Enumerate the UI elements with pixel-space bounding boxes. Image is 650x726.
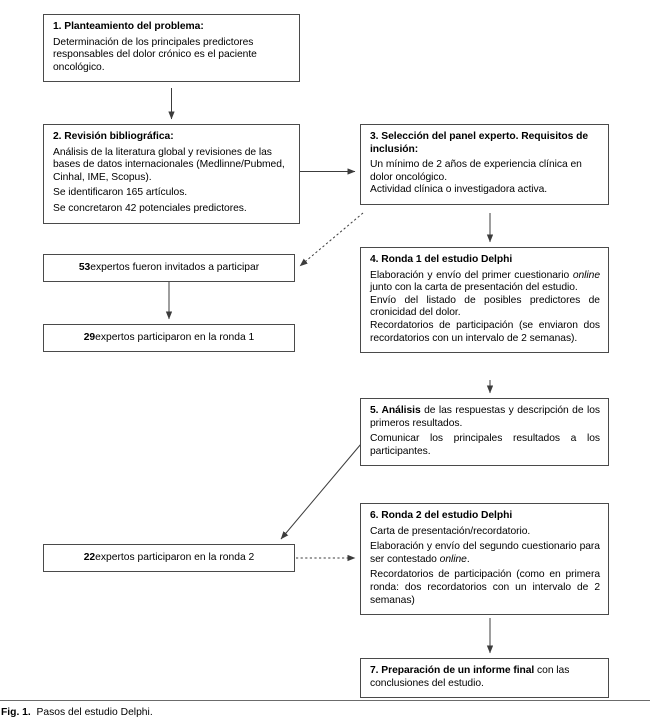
step-5-title: 5. Análisis de las respuestas y descripc… bbox=[370, 405, 600, 430]
step-1-body: Determinación de los principales predict… bbox=[53, 36, 257, 73]
result-box-invited-53: 53 expertos fueron invitados a participa… bbox=[43, 254, 295, 282]
step-6-title: 6. Ronda 2 del estudio Delphi bbox=[370, 510, 513, 521]
step-2-body-3: Se concretaron 42 potenciales predictore… bbox=[53, 202, 247, 214]
step-4-body-2: Envío del listado de posibles predictore… bbox=[370, 294, 600, 319]
step-7-title-bold: 7. Preparación de un informe final bbox=[370, 665, 535, 676]
caption-divider bbox=[0, 700, 650, 701]
step-4-body-1: Elaboración y envío del primer cuestiona… bbox=[370, 270, 600, 295]
connector-box5-to-box22 bbox=[280, 443, 362, 540]
step-6-body-3: Recordatorios de participación (como en … bbox=[370, 569, 600, 606]
connector-box3-to-box53 bbox=[299, 212, 364, 267]
step-4-body-1-em: online bbox=[572, 269, 600, 281]
result-box-round2-22: 22 expertos participaron en la ronda 2 bbox=[43, 544, 295, 572]
step-box-2: 2. Revisión bibliográfica: Análisis de l… bbox=[43, 124, 300, 224]
step-6-body-2-em: online bbox=[439, 553, 467, 565]
step-6-body-2-post: . bbox=[466, 553, 470, 565]
invited-count: 53 bbox=[78, 262, 91, 273]
figure-caption-label: Fig. 1. bbox=[1, 707, 31, 718]
step-box-3: 3. Selección del panel experto. Requisit… bbox=[360, 124, 609, 205]
step-box-1: 1. Planteamiento del problema: Determina… bbox=[43, 14, 300, 83]
round2-label: expertos participaron en la ronda 2 bbox=[95, 552, 255, 563]
step-2-body-1: Análisis de la literatura global y revis… bbox=[53, 146, 285, 183]
step-2-title: 2. Revisión bibliográfica: bbox=[53, 131, 174, 142]
round1-label: expertos participaron en la ronda 1 bbox=[95, 332, 255, 343]
step-box-6: 6. Ronda 2 del estudio Delphi Carta de p… bbox=[360, 503, 609, 616]
round1-count: 29 bbox=[83, 332, 96, 343]
step-6-body-1: Carta de presentación/recordatorio. bbox=[370, 525, 531, 537]
step-box-5: 5. Análisis de las respuestas y descripc… bbox=[360, 398, 609, 467]
step-box-7: 7. Preparación de un informe final con l… bbox=[360, 658, 609, 699]
step-4-title: 4. Ronda 1 del estudio Delphi bbox=[370, 254, 513, 265]
step-3-body-2: Actividad clínica o investigadora activa… bbox=[370, 184, 548, 196]
step-5-title-rest: de las respuestas y descripción de los p… bbox=[370, 405, 600, 429]
step-4-body-1-pre: Elaboración y envío del primer cuestiona… bbox=[370, 269, 573, 281]
step-6-body-2-pre: Elaboración y envío del segundo cuestion… bbox=[370, 541, 600, 565]
step-3-body-1: Un mínimo de 2 años de experiencia clíni… bbox=[370, 159, 582, 183]
result-box-round1-29: 29 expertos participaron en la ronda 1 bbox=[43, 324, 295, 352]
step-1-title: 1. Planteamiento del problema: bbox=[53, 21, 204, 32]
step-6-body-2: Elaboración y envío del segundo cuestion… bbox=[370, 541, 600, 566]
step-3-title: 3. Selección del panel experto. Requisit… bbox=[370, 131, 589, 155]
figure-caption: Fig. 1. Pasos del estudio Delphi. bbox=[1, 706, 153, 719]
step-7-title: 7. Preparación de un informe final con l… bbox=[370, 665, 600, 690]
figure-caption-text: Pasos del estudio Delphi. bbox=[36, 707, 153, 718]
step-4-body-1-post: junto con la carta de presentación del e… bbox=[370, 282, 578, 294]
step-4-body-3: Recordatorios de participación (se envia… bbox=[370, 319, 600, 344]
step-5-body-1: Comunicar los principales resultados a l… bbox=[370, 433, 600, 457]
invited-label: expertos fueron invitados a participar bbox=[90, 262, 260, 273]
step-7-title-rest: con las conclusiones del estudio. bbox=[370, 665, 570, 689]
step-box-4: 4. Ronda 1 del estudio Delphi Elaboració… bbox=[360, 247, 609, 354]
step-2-body-2: Se identificaron 165 artículos. bbox=[53, 187, 188, 199]
round2-count: 22 bbox=[83, 552, 96, 563]
step-5-title-bold: 5. Análisis bbox=[370, 405, 421, 416]
